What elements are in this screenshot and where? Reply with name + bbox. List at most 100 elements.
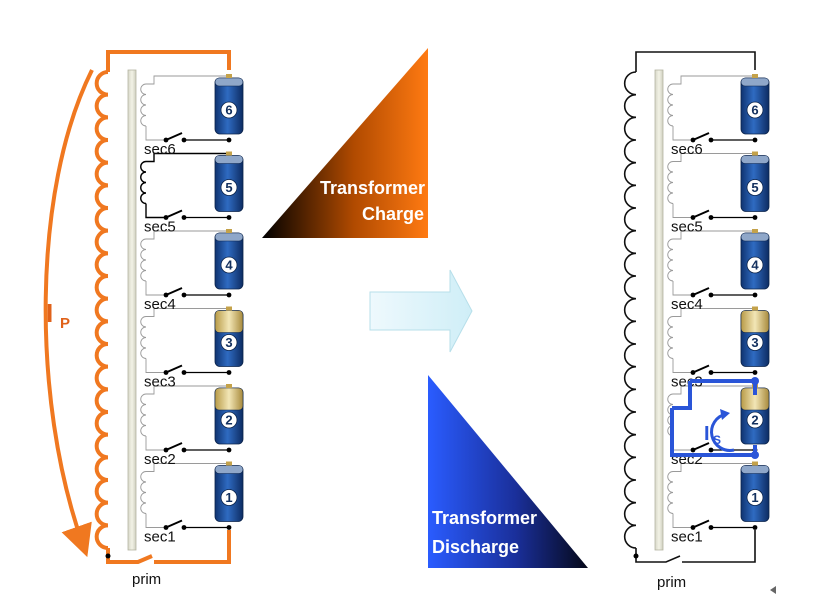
primary-coil-icon: [94, 70, 109, 550]
primary-top-wire: [635, 51, 756, 72]
cell-number: 4: [225, 258, 233, 273]
secondary-bottom-wire: [145, 513, 166, 528]
battery-cell-icon: 6: [740, 74, 770, 135]
coil-icon: [667, 238, 674, 282]
junction-dot: [752, 370, 758, 375]
switch-icon: [163, 519, 187, 530]
battery-cell-icon: 1: [740, 461, 770, 522]
secondary-top-wire: [673, 153, 755, 162]
coil-icon: [140, 238, 147, 282]
junction-dot: [226, 370, 232, 375]
battery-cell-icon: 4: [740, 229, 770, 290]
transformer-core: [654, 69, 664, 551]
cell-number: 2: [751, 413, 758, 428]
transformer-core: [127, 69, 137, 551]
switch-icon: [163, 442, 187, 453]
secondary-top-wire: [146, 75, 229, 85]
coil-icon: [140, 393, 147, 437]
cell-number: 1: [225, 490, 232, 505]
cell-number: 3: [751, 335, 758, 350]
cell-number: 1: [751, 490, 758, 505]
charge-line1: Transformer: [320, 178, 425, 198]
primary-current-arrow: [43, 69, 94, 558]
junction-dot: [226, 215, 232, 220]
coil-icon: [140, 160, 147, 205]
cell-number: 3: [225, 335, 232, 350]
battery-cell-icon: 2: [214, 384, 244, 445]
coil-icon: [667, 161, 674, 204]
junction-dot: [752, 215, 758, 220]
coil-icon: [140, 83, 147, 127]
secondary-top-wire: [146, 152, 229, 163]
battery-cell-icon: 5: [214, 151, 244, 212]
right-prim-label: prim: [657, 574, 686, 591]
primary-dot: [105, 553, 111, 559]
primary-top-wire: [106, 50, 231, 72]
cell-number: 2: [225, 413, 232, 428]
battery-cell-icon: 1: [214, 461, 244, 522]
switch-icon: [163, 132, 187, 143]
secondary-bottom-wire: [145, 358, 166, 373]
switch-icon: [163, 287, 187, 298]
secondary-bottom-wire: [145, 203, 166, 219]
junction-dot: [226, 137, 232, 143]
secondary-label: sec3: [671, 374, 703, 391]
secondary-label: sec3: [144, 374, 176, 391]
battery-cell-icon: 4: [214, 229, 244, 290]
coil-icon: [667, 316, 674, 359]
junction-dot: [752, 137, 758, 143]
battery-cell-icon: 2: [740, 384, 770, 445]
junction-dot: [226, 447, 232, 453]
primary-current-label: I: [46, 298, 53, 328]
junction-dot: [226, 292, 232, 298]
cell-number: 4: [751, 258, 759, 273]
secondary-label: sec5: [671, 219, 703, 236]
secondary-current-subscript: S: [713, 433, 721, 447]
secondary-current-label: I: [704, 423, 710, 445]
secondary-label: sec4: [671, 296, 703, 313]
transformer-discharge-triangle: Transformer Discharge: [428, 375, 588, 568]
secondary-bottom-wire: [672, 281, 693, 296]
coil-icon: [667, 83, 674, 127]
secondary-top-wire: [673, 230, 755, 240]
secondary-bottom-wire: [672, 358, 693, 373]
switch-icon: [690, 519, 714, 530]
cell-number: 6: [225, 103, 232, 118]
secondary-bottom-wire: [672, 203, 693, 218]
primary-coil-icon: [623, 71, 637, 549]
battery-cell-icon: 3: [740, 306, 770, 367]
junction-dot: [752, 525, 758, 530]
cell-number: 6: [751, 103, 758, 118]
secondary-label: sec2: [144, 451, 176, 468]
secondary-label: sec6: [144, 141, 176, 158]
cell-number: 5: [225, 180, 232, 195]
secondary-bottom-wire: [145, 281, 166, 296]
secondary-bottom-wire: [145, 436, 166, 451]
cell-number: 5: [751, 180, 758, 195]
secondary-top-wire: [673, 75, 755, 85]
primary-dot: [633, 553, 639, 559]
battery-cell-icon: 6: [214, 74, 244, 135]
primary-current-subscript: P: [60, 315, 70, 332]
battery-cell-icon: 3: [214, 306, 244, 367]
coil-icon: [667, 471, 674, 514]
secondary-bottom-wire: [672, 126, 693, 141]
left-prim-label: prim: [132, 571, 161, 588]
junction-dot: [752, 292, 758, 298]
secondary-bottom-wire: [672, 436, 693, 451]
secondary-top-wire: [146, 308, 229, 317]
discharge-line2: Discharge: [432, 537, 519, 557]
coil-icon: [140, 471, 147, 514]
secondary-top-wire: [673, 463, 755, 472]
secondary-label: sec6: [671, 141, 703, 158]
arrow-right-icon: [369, 269, 473, 353]
secondary-top-wire: [146, 385, 229, 395]
secondary-label: sec1: [671, 529, 703, 546]
secondary-top-wire: [673, 308, 755, 317]
secondary-label: sec5: [144, 219, 176, 236]
discharge-line1: Transformer: [432, 508, 537, 528]
junction-dot: [226, 525, 232, 530]
